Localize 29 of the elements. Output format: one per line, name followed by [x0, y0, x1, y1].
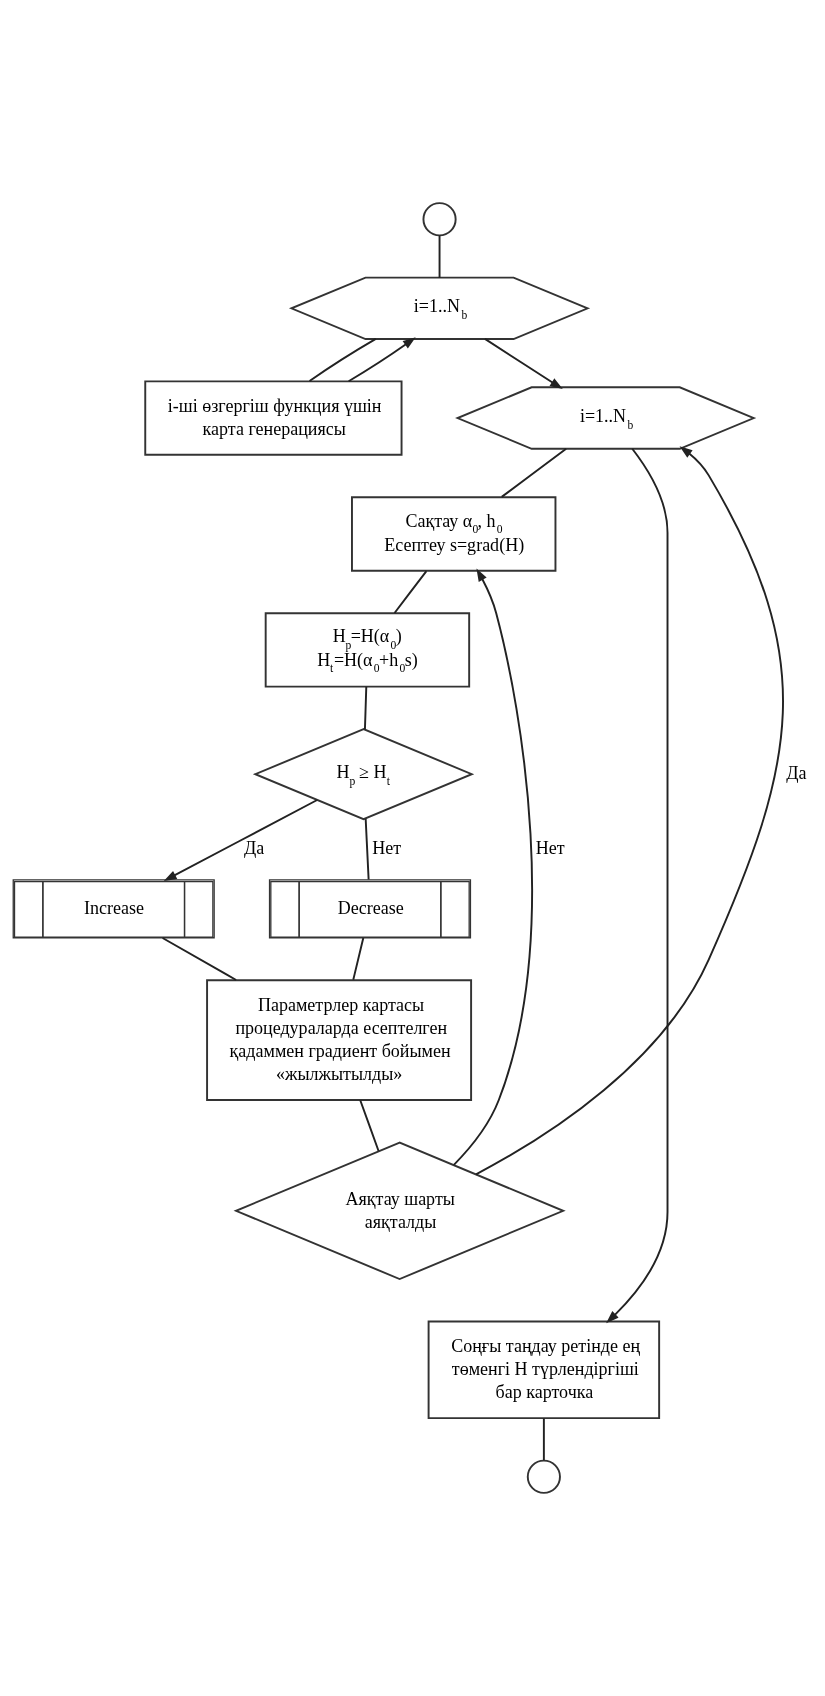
connector — [438, 234, 441, 279]
node-box: H$_{p}$=H(α$_{0}$) H$_{t}$=H(α$_{0}$+h$_{0}$s) — [264, 612, 471, 688]
connector — [352, 937, 365, 981]
arrow — [452, 568, 533, 1166]
node-circle — [422, 202, 457, 237]
connector — [359, 1099, 380, 1152]
node-box: Параметрлер картасы процедураларда есептелген қадаммен градиент бойымен «жылжытылды» — [206, 979, 473, 1101]
connector — [161, 937, 238, 981]
node-box: Соңғы таңдау ретінде ең төменгі H түрлендіргіші бар карточка — [427, 1320, 661, 1420]
node-box: i-ші өзгергіш функция үшін карта генерациясы — [144, 380, 403, 456]
edge-label: Да — [786, 762, 807, 783]
node-box: Сақтау α$_{0}$, h$_{0}$ Есептеу s=grad(H) — [351, 496, 557, 572]
connector — [500, 447, 568, 498]
connector — [393, 570, 428, 614]
arrow — [347, 337, 416, 383]
connector — [364, 817, 370, 881]
node-diamond: Аяқтау шарты аяқталды — [233, 1141, 566, 1281]
arrow — [606, 447, 669, 1324]
arrow — [475, 446, 784, 1176]
arrow — [484, 337, 563, 390]
connector — [308, 337, 377, 382]
arrow — [163, 799, 319, 882]
node-diamond: H$_{p}$ ≥ H$_{t}$ — [252, 728, 475, 821]
edge-label: Да — [243, 838, 265, 859]
node-circle — [526, 1459, 561, 1494]
connector — [542, 1417, 545, 1462]
edge-label: Нет — [535, 838, 565, 859]
edge-label: Нет — [372, 838, 402, 859]
connector — [363, 685, 368, 731]
